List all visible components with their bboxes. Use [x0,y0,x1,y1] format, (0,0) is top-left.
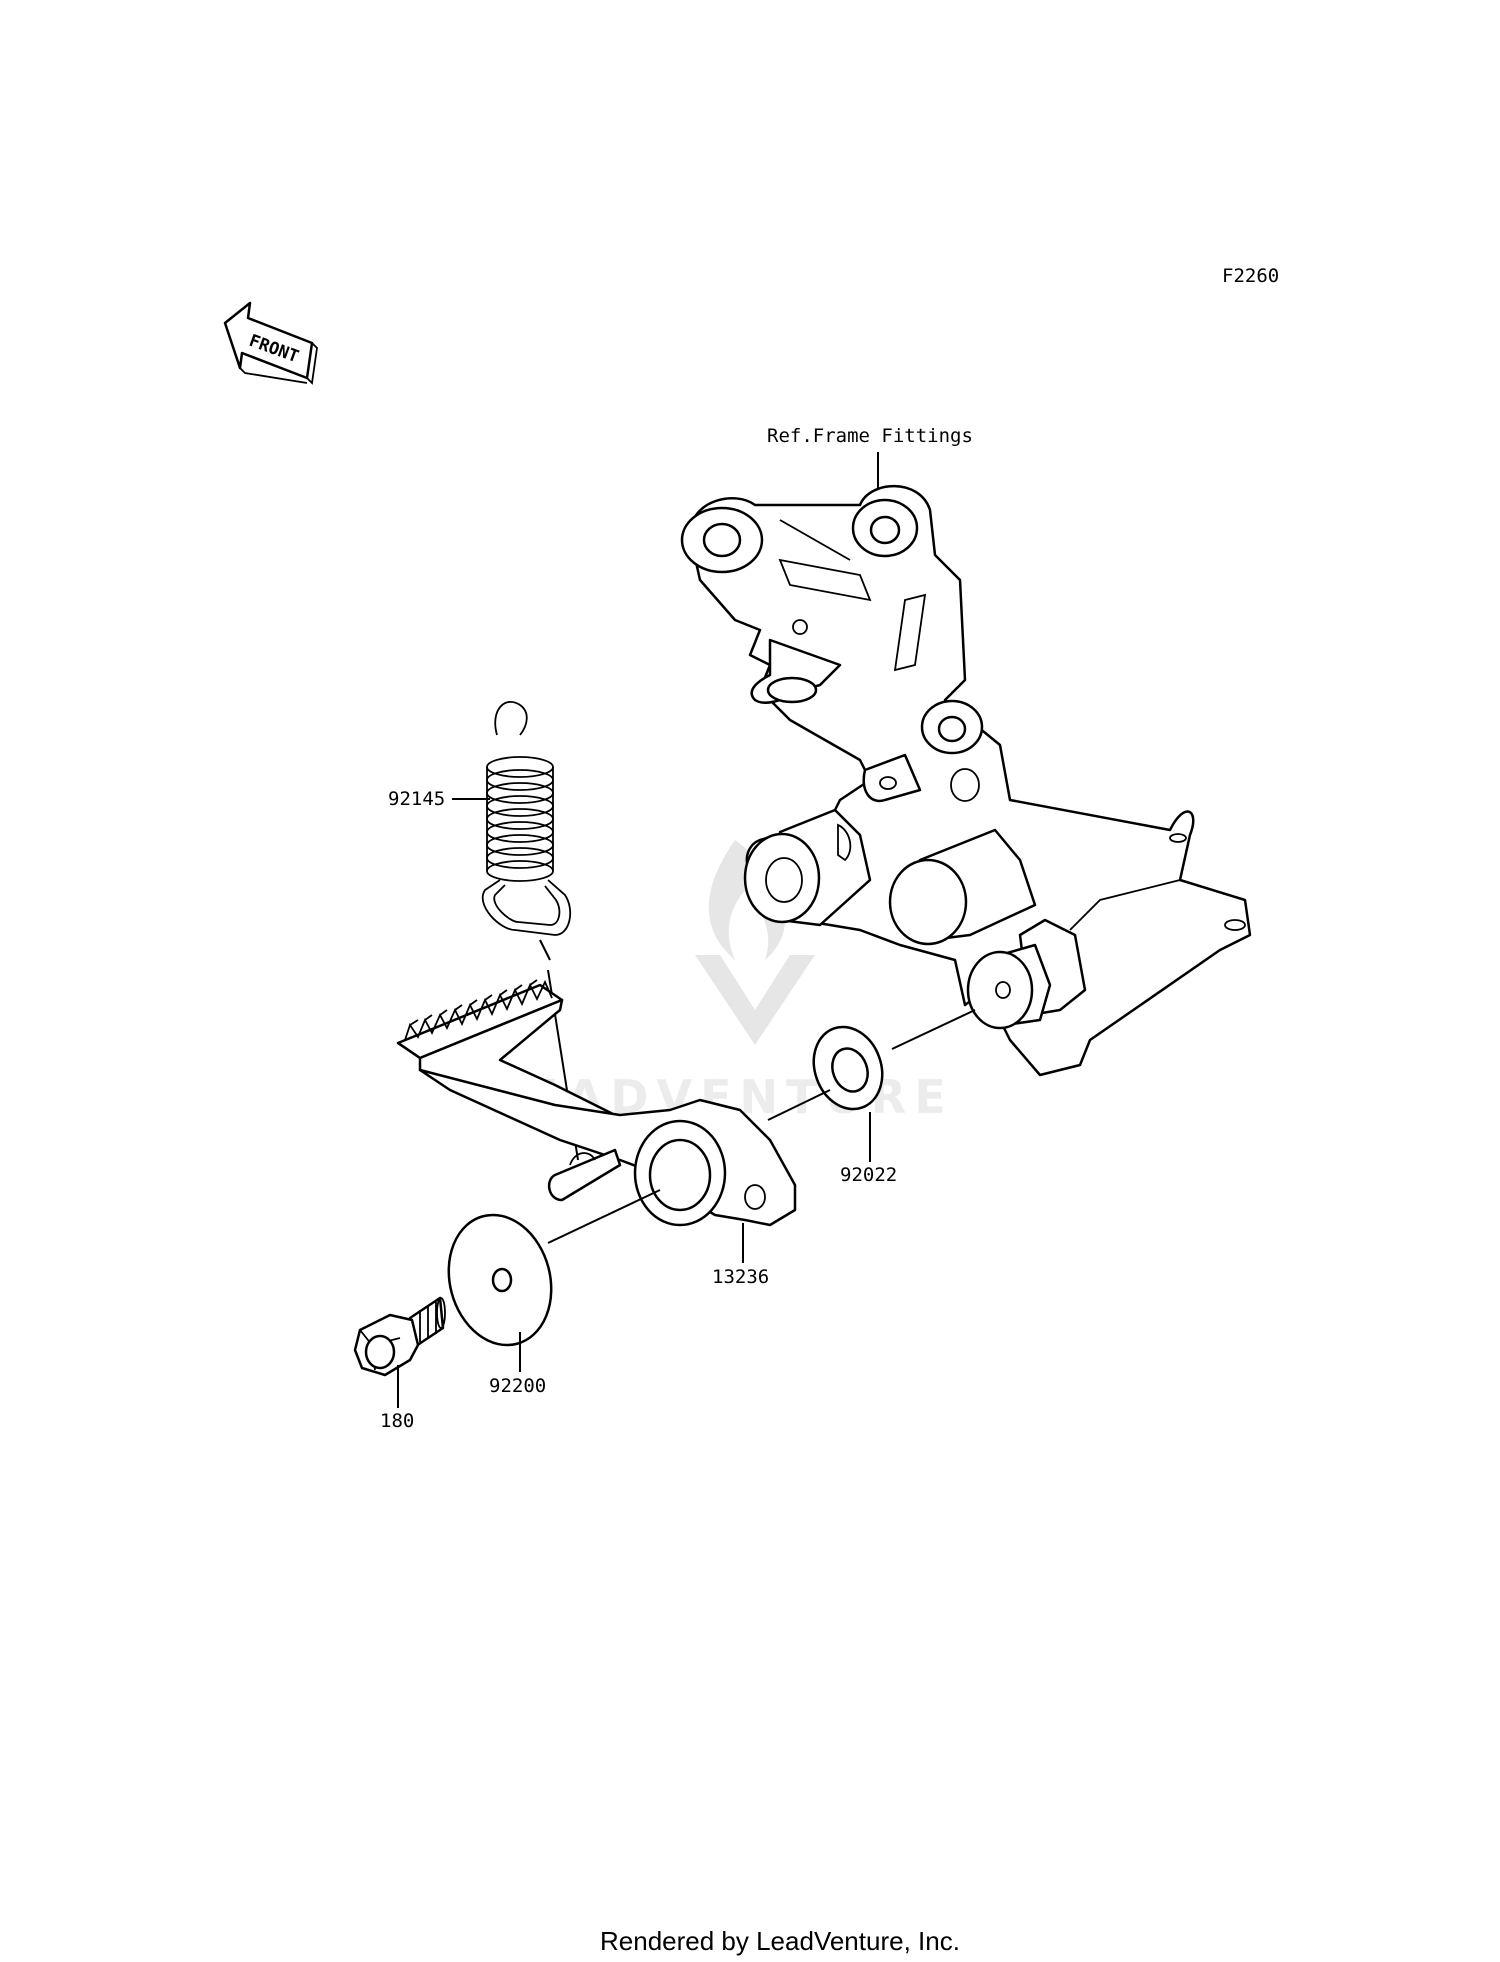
footer-text: Rendered by LeadVenture, Inc. [600,1926,960,1956]
bolt-180 [353,1296,446,1377]
part-number-180: 180 [380,1410,414,1432]
axis-line-upper [891,1009,976,1050]
part-number-92145: 92145 [388,788,445,810]
spring-pedal-line [539,939,551,961]
part-number-92022: 92022 [840,1164,897,1186]
axis-line-lower [547,1189,661,1244]
return-spring [482,700,572,936]
part-number-92200: 92200 [489,1375,546,1397]
diagram-code: F2260 [1222,265,1279,287]
washer-92022 [812,1025,884,1111]
reference-label: Ref.Frame Fittings [767,425,973,447]
washer-92200 [447,1213,553,1347]
axis-line-middle [767,1089,831,1121]
front-arrow-icon: FRONT [223,301,318,385]
part-number-13236: 13236 [712,1266,769,1288]
brake-pedal [396,979,797,1227]
frame-bracket [680,484,1252,1077]
